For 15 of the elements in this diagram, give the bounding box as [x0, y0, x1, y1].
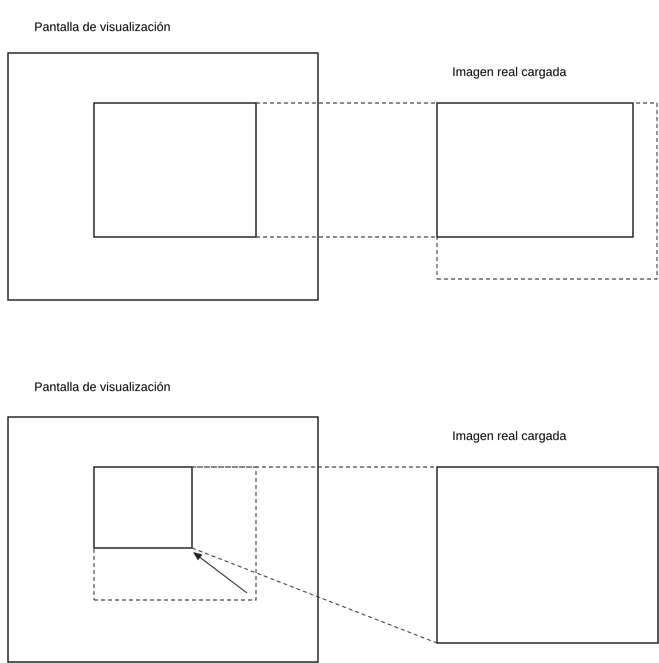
display-frame: Pantalla de visualización — [7, 382, 319, 663]
node-label: Imagen real cargada — [453, 430, 566, 443]
node-label: Pantalla de visualización — [35, 382, 170, 392]
node-label: Pantalla de visualización — [35, 22, 170, 32]
image-box: Imagen real cargada — [436, 66, 634, 238]
dashed-box — [436, 102, 658, 280]
display-frame: Pantalla de visualización — [7, 22, 319, 301]
connector-line — [256, 102, 438, 104]
dashed-box — [94, 466, 256, 600]
connector-line — [256, 236, 438, 238]
viewport-box — [93, 102, 257, 238]
viewport-box — [93, 466, 193, 549]
node-label: Imagen real cargada — [453, 66, 566, 79]
connector-line — [192, 548, 438, 644]
image-box: Imagen real cargada — [436, 430, 659, 644]
